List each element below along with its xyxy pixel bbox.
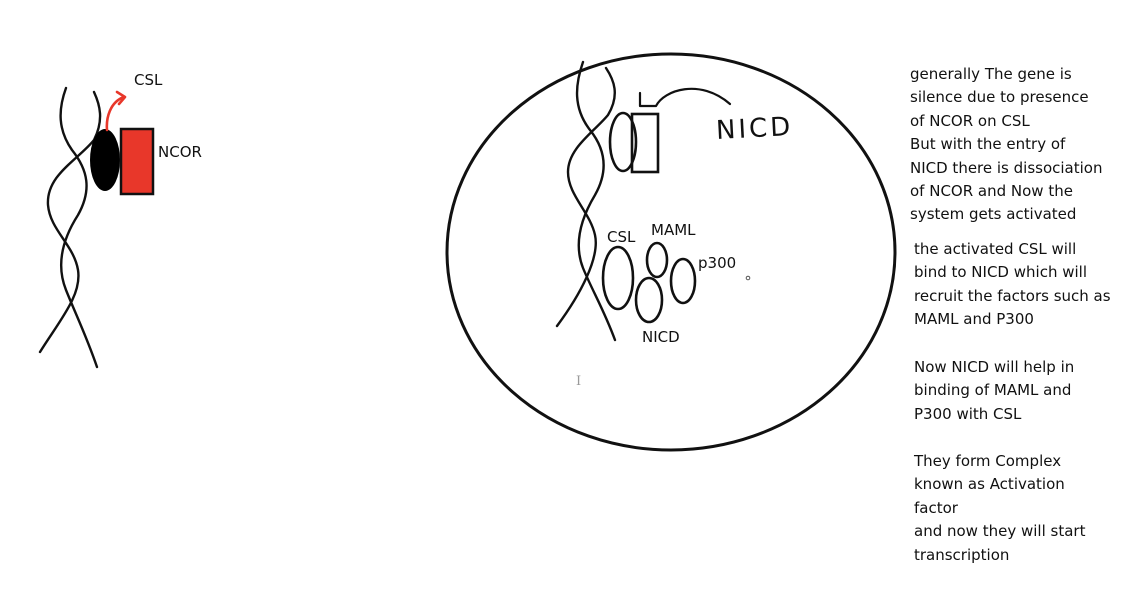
- left-dna-strand-2: [38, 90, 102, 354]
- notes-line: binding of MAML and: [914, 381, 1072, 400]
- notes-line: P300 with CSL: [914, 404, 1022, 423]
- cell-p300-label: p300: [698, 254, 737, 272]
- cell-csl-outline: [608, 111, 638, 173]
- notes-line: generally The gene is: [910, 65, 1072, 83]
- notes-paragraph-3: Now NICD will help in binding of MAML an…: [914, 356, 1074, 426]
- cell-nicd-label: NICD: [642, 328, 680, 346]
- stray-dot: [745, 275, 751, 281]
- cell-nicd-arrow: [638, 87, 732, 108]
- notes-line: recruit the factors such as: [914, 286, 1111, 305]
- notes-line: But with the entry of: [910, 135, 1066, 154]
- cell-nicd-oval: [634, 276, 664, 324]
- notes-line: of NCOR on CSL: [910, 111, 1030, 130]
- cell-dna-helix: [555, 60, 617, 342]
- notes-paragraph-1: generally The gene is silence due to pre…: [910, 63, 1102, 227]
- notes-line: silence due to presence: [910, 88, 1089, 107]
- notes-line: bind to NICD which will: [914, 263, 1087, 282]
- cell-dna-strand-2: [555, 66, 616, 328]
- left-dna-strand-1: [59, 86, 99, 369]
- cell-boundary: [445, 52, 897, 452]
- notes-line: NICD there is dissociation: [910, 158, 1103, 177]
- notes-line: the activated CSL will: [914, 240, 1077, 258]
- notes-line: They form Complex: [914, 452, 1062, 470]
- left-csl-label: CSL: [134, 71, 163, 89]
- cell-csl-label: CSL: [607, 228, 636, 246]
- notes-line: and now they will start: [914, 522, 1086, 541]
- notes-paragraph-2: the activated CSL will bind to NICD whic…: [914, 238, 1111, 332]
- cell-nicd-scribble: NICD: [715, 111, 795, 147]
- left-csl-shape: [90, 129, 120, 191]
- notes-line: Now NICD will help in: [914, 358, 1075, 376]
- left-dna-helix: [38, 86, 102, 369]
- cell-ncor-outline: [630, 112, 660, 174]
- notes-line: of NCOR and Now the: [910, 182, 1073, 201]
- cell-maml-oval: [645, 241, 669, 279]
- cell-csl-oval: [601, 245, 635, 311]
- notes-line: system gets activated: [910, 205, 1077, 224]
- left-ncor-label: NCOR: [158, 143, 202, 161]
- left-csl-arrowhead: [115, 90, 127, 106]
- left-csl-arrow: [105, 95, 126, 132]
- cell-dna-strand-1: [575, 60, 617, 342]
- notes-paragraph-4: They form Complex known as Activation fa…: [914, 450, 1085, 567]
- left-ncor-shape: [119, 127, 155, 196]
- notes-line: transcription: [914, 545, 1010, 564]
- notes-line: known as Activation: [914, 475, 1065, 494]
- notes-line: MAML and P300: [914, 310, 1034, 329]
- cell-maml-label: MAML: [651, 221, 696, 239]
- notes-line: factor: [914, 498, 958, 517]
- text-cursor-icon: I: [576, 374, 582, 389]
- cell-p300-oval: [669, 257, 697, 305]
